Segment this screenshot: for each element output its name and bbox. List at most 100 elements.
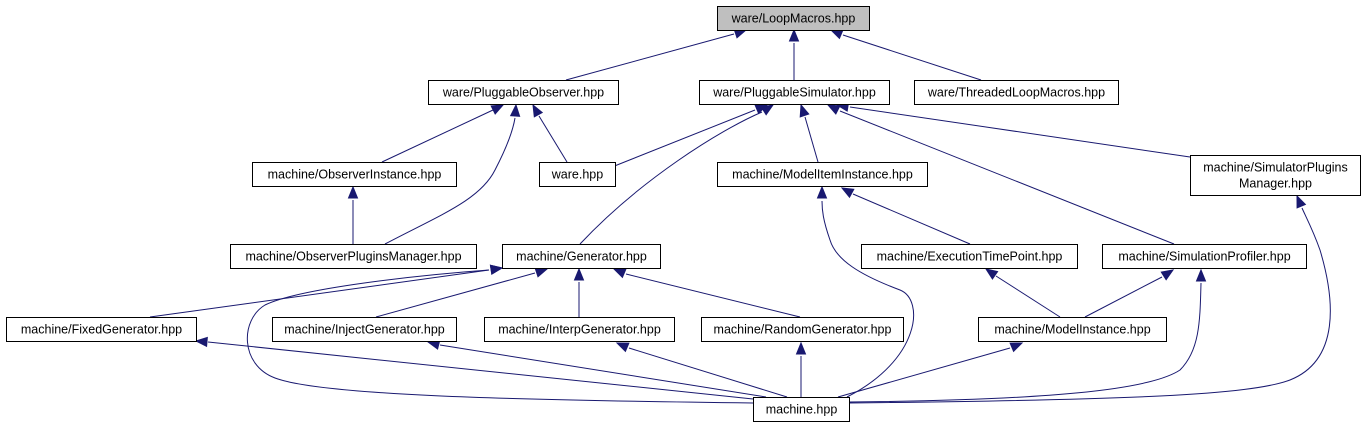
edge-line: [842, 34, 982, 81]
node-label: machine/SimulationProfiler.hpp: [1118, 250, 1290, 264]
edge-machinehpp-to-randomgenerator: [795, 341, 807, 397]
node-modeliteminstance[interactable]: machine/ModelItemInstance.hpp: [717, 162, 928, 187]
node-box: [539, 162, 616, 187]
edge-observerinstance-to-pluggableobserver: [381, 104, 505, 163]
node-pluggableobserver[interactable]: ware/PluggableObserver.hpp: [428, 80, 619, 105]
arrowhead: [489, 264, 504, 275]
node-threadedloopmacros[interactable]: ware/ThreadedLoopMacros.hpp: [914, 80, 1119, 105]
node-generator[interactable]: machine/Generator.hpp: [502, 244, 661, 269]
edge-line: [384, 117, 516, 245]
edge-executiontimepoint-to-modeliteminstance: [840, 187, 971, 245]
node-modelinstance[interactable]: machine/ModelInstance.hpp: [978, 317, 1167, 342]
arrowhead: [795, 341, 807, 355]
edges-layer: [149, 28, 1331, 404]
node-box: [428, 80, 619, 105]
node-fixedgenerator[interactable]: machine/FixedGenerator.hpp: [6, 317, 197, 342]
edge-pluggableobserver-to-loopmacros: [565, 28, 748, 81]
node-label: ware/ThreadedLoopMacros.hpp: [927, 86, 1105, 100]
edge-observerpluginsmanager-to-pluggableobserver: [384, 103, 521, 245]
node-pluggablesimulator[interactable]: ware/PluggableSimulator.hpp: [699, 80, 890, 105]
edge-machinehpp-to-interpgenerator: [615, 342, 788, 398]
edge-machinehpp-to-generator: [246, 264, 754, 404]
node-box: [701, 317, 904, 342]
arrowhead: [532, 103, 544, 118]
arrowhead: [612, 268, 627, 279]
edge-line: [849, 106, 1191, 158]
arrowhead: [509, 103, 521, 117]
edge-line: [207, 341, 754, 400]
arrowhead: [534, 267, 549, 278]
edge-line: [246, 269, 754, 404]
node-box: [252, 162, 457, 187]
arrowhead: [984, 268, 999, 280]
node-label: ware/PluggableSimulator.hpp: [712, 86, 876, 100]
node-simulationprofiler[interactable]: machine/SimulationProfiler.hpp: [1102, 244, 1307, 269]
edge-warehpp-to-pluggablesimulator: [611, 104, 769, 168]
node-label: ware/PluggableObserver.hpp: [442, 86, 604, 100]
edge-line: [381, 109, 494, 163]
node-box: [861, 244, 1078, 269]
arrowhead: [1160, 269, 1175, 281]
node-box: [272, 317, 457, 342]
arrowhead: [1296, 194, 1307, 209]
node-loopmacros[interactable]: ware/LoopMacros.hpp: [717, 6, 870, 31]
node-box: [230, 244, 477, 269]
edge-line: [628, 347, 788, 398]
node-label: Manager.hpp: [1239, 177, 1312, 191]
arrowhead: [615, 342, 630, 353]
node-box: [1102, 244, 1307, 269]
edge-line: [848, 207, 1331, 404]
edge-modeliteminstance-to-pluggablesimulator: [799, 103, 819, 163]
arrowhead: [490, 104, 505, 115]
node-box: [6, 317, 197, 342]
edge-line: [837, 347, 1011, 398]
edge-machinehpp-to-modelinstance: [837, 342, 1024, 398]
edge-simulatorpluginsmanager-to-pluggablesimulator: [835, 101, 1191, 158]
nodes-layer: ware/LoopMacros.hpp ware/PluggableObserve…: [6, 6, 1361, 422]
edge-interpgenerator-to-generator: [573, 267, 585, 317]
edge-generator-to-pluggablesimulator: [579, 104, 775, 245]
node-label: machine/ExecutionTimePoint.hpp: [877, 250, 1063, 264]
node-machinehpp[interactable]: machine.hpp: [753, 397, 850, 422]
node-randomgenerator[interactable]: machine/RandomGenerator.hpp: [701, 317, 904, 342]
node-label: machine/ModelItemInstance.hpp: [732, 168, 913, 182]
edge-modelinstance-to-simulationprofiler: [1084, 269, 1175, 318]
arrowhead: [816, 185, 828, 199]
node-injectgenerator[interactable]: machine/InjectGenerator.hpp: [272, 317, 457, 342]
node-label: machine/InjectGenerator.hpp: [284, 323, 445, 337]
edge-observerpluginsmanager-to-observerinstance: [347, 185, 359, 244]
node-label: machine/RandomGenerator.hpp: [714, 323, 892, 337]
arrowhead: [1195, 268, 1207, 282]
edge-line: [579, 111, 763, 245]
node-observerinstance[interactable]: machine/ObserverInstance.hpp: [252, 162, 457, 187]
edge-threadedloopmacros-to-loopmacros: [829, 29, 982, 81]
edge-injectgenerator-to-generator: [375, 267, 549, 318]
node-label: ware.hpp: [551, 168, 603, 182]
node-warehpp[interactable]: ware.hpp: [539, 162, 616, 187]
node-box: [753, 397, 850, 422]
edge-line: [804, 116, 819, 163]
arrowhead: [347, 185, 359, 199]
node-interpgenerator[interactable]: machine/InterpGenerator.hpp: [484, 317, 675, 342]
edge-line: [852, 193, 971, 245]
edge-randomgenerator-to-generator: [612, 268, 801, 318]
node-box: [717, 162, 928, 187]
arrowhead: [573, 267, 585, 281]
node-label: machine/ObserverPluginsManager.hpp: [245, 250, 461, 264]
edge-simulationprofiler-to-pluggablesimulator: [826, 104, 1175, 245]
node-label: machine/ObserverInstance.hpp: [268, 168, 442, 182]
node-box: [978, 317, 1167, 342]
node-box: [484, 317, 675, 342]
edge-line: [995, 275, 1061, 318]
node-box: [699, 80, 890, 105]
node-box: [1190, 155, 1361, 196]
node-observerpluginsmanager[interactable]: machine/ObserverPluginsManager.hpp: [230, 244, 477, 269]
edge-line: [625, 273, 801, 318]
edge-machinehpp-to-simulatorpluginsmanager: [848, 194, 1331, 404]
edge-machinehpp-to-simulationprofiler: [848, 268, 1207, 403]
node-label: machine/SimulatorPlugins: [1203, 161, 1348, 175]
node-label: machine/Generator.hpp: [516, 250, 647, 264]
node-executiontimepoint[interactable]: machine/ExecutionTimePoint.hpp: [861, 244, 1078, 269]
